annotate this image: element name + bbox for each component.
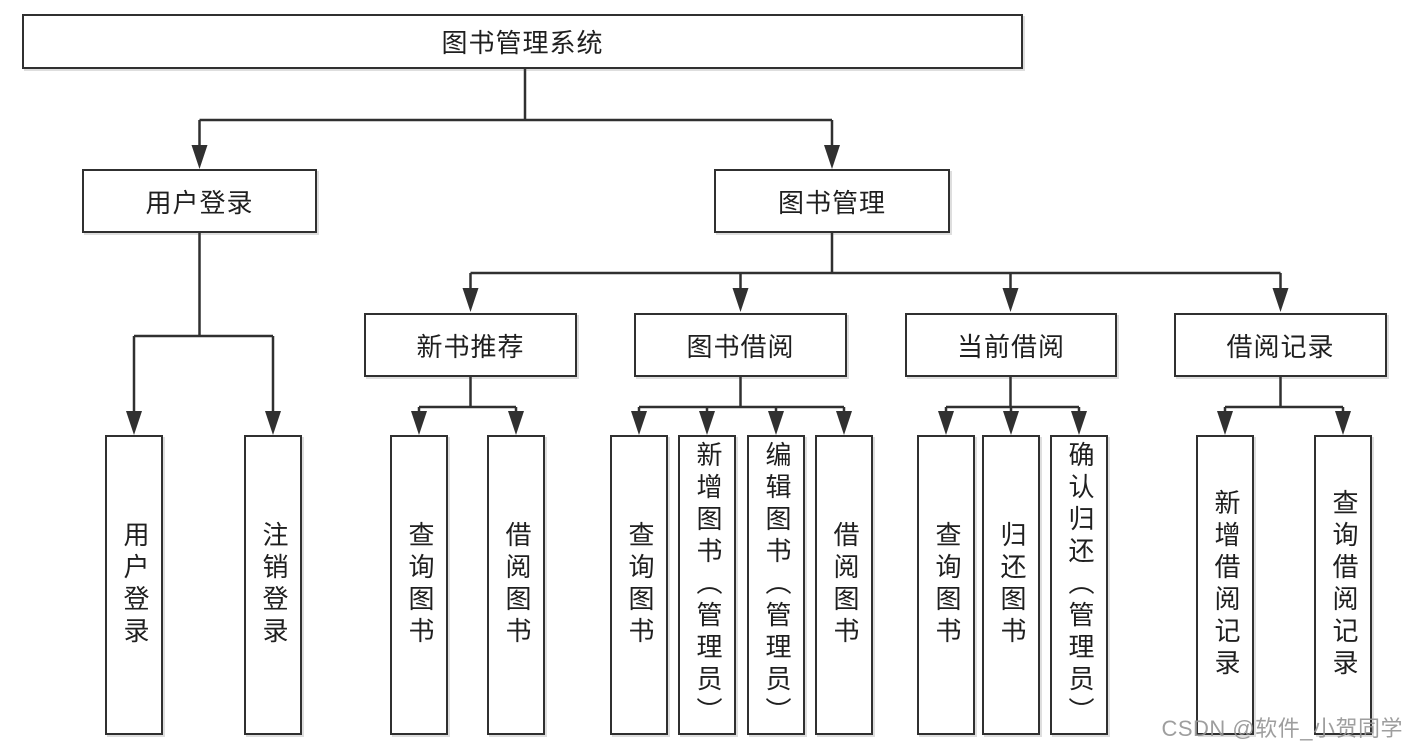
leaf-logout-login: 注销登录: [244, 435, 302, 735]
leaf-confirm-return-admin: 确认归还（管理员）: [1050, 435, 1108, 735]
node-book-borrow: 图书借阅: [634, 313, 847, 377]
node-borrow-records: 借阅记录: [1174, 313, 1387, 377]
leaf-borrow-books-newbook: 借阅图书: [487, 435, 545, 735]
leaf-add-borrow-record: 新增借阅记录: [1196, 435, 1254, 735]
leaf-add-books-admin: 新增图书（管理员）: [678, 435, 736, 735]
node-library-management-system: 图书管理系统: [22, 14, 1023, 69]
node-user-login: 用户登录: [82, 169, 317, 233]
leaf-edit-books-admin: 编辑图书（管理员）: [747, 435, 805, 735]
leaf-query-books-borrow: 查询图书: [610, 435, 668, 735]
leaf-return-books: 归还图书: [982, 435, 1040, 735]
leaf-user-login: 用户登录: [105, 435, 163, 735]
node-current-borrow: 当前借阅: [905, 313, 1117, 377]
leaf-query-books-current: 查询图书: [917, 435, 975, 735]
node-book-management: 图书管理: [714, 169, 950, 233]
csdn-watermark: CSDN @软件_小贺同学: [1161, 716, 1403, 741]
leaf-query-books-newbook: 查询图书: [390, 435, 448, 735]
node-new-book-recommend: 新书推荐: [364, 313, 577, 377]
leaf-query-borrow-record: 查询借阅记录: [1314, 435, 1372, 735]
arrowheads: [126, 145, 1351, 435]
leaf-borrow-books-borrow: 借阅图书: [815, 435, 873, 735]
